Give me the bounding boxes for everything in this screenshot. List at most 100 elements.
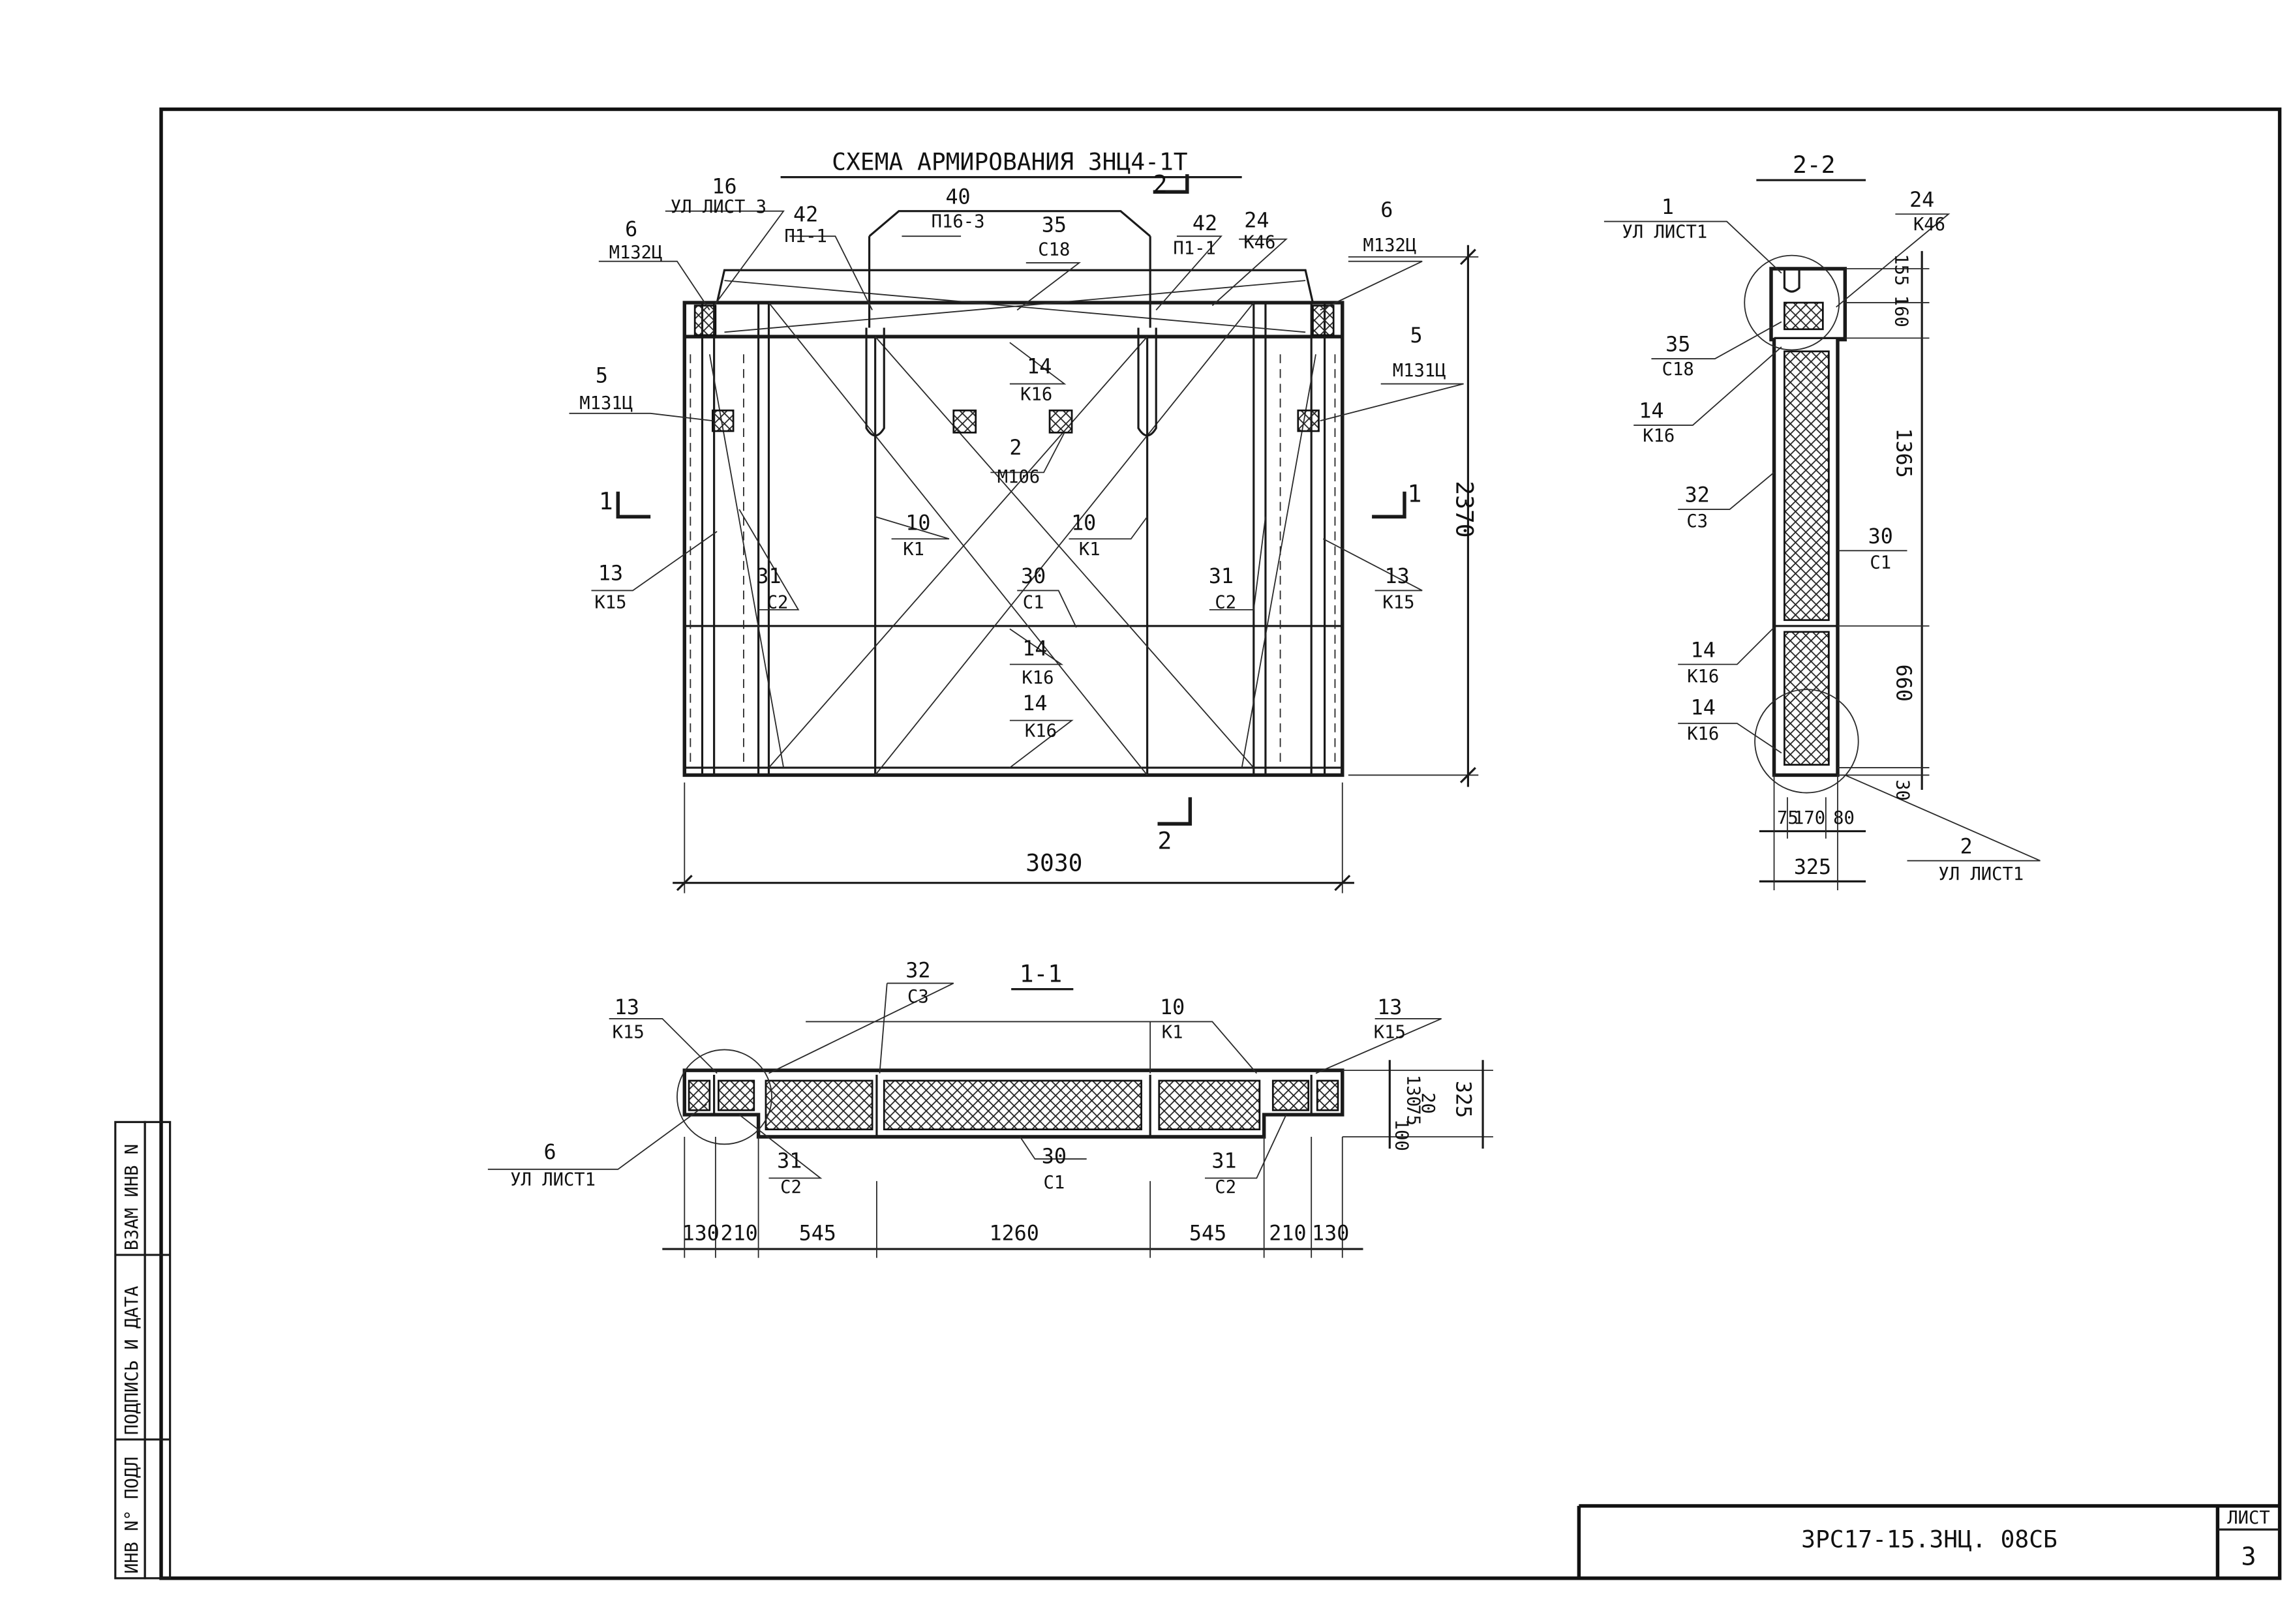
section-1-1-dimensions — [662, 1060, 1493, 1258]
label-13-code-right: К15 — [1382, 593, 1414, 613]
s1-label-10-code: К1 — [1162, 1022, 1183, 1042]
s1-dim-130-right: 130 — [1312, 1222, 1349, 1245]
label-14-code-bottom: К16 — [1025, 721, 1057, 742]
sheet-frame — [159, 107, 2282, 1580]
main-view-labels: 16 УЛ ЛИСТ 3 42 П1-1 40 П16-3 35 С18 42 … — [579, 175, 1446, 742]
s1-dim-v-130: 130 — [1403, 1075, 1423, 1107]
label-10-num-left: 10 — [905, 512, 930, 535]
label-16-code: УЛ ЛИСТ 3 — [671, 197, 767, 217]
label-31-num-right: 31 — [1209, 565, 1234, 588]
label-6-code-left: М132Ц — [609, 243, 663, 263]
section-2-2-leaders — [1603, 213, 2041, 862]
s1-label-31-code-right: С2 — [1215, 1177, 1236, 1197]
label-5-num-right: 5 — [1410, 324, 1423, 348]
cut-marker-1-right: 1 — [1407, 480, 1421, 508]
main-view-dimensions — [616, 174, 1479, 894]
s2-label-14-code-top: К16 — [1643, 426, 1675, 446]
label-24-num: 24 — [1244, 209, 1269, 233]
s2-label-1-code: УЛ ЛИСТ1 — [1622, 222, 1707, 242]
s1-dim-210-right: 210 — [1269, 1222, 1306, 1245]
label-14-num-bottom: 14 — [1022, 692, 1047, 715]
label-5-num-left: 5 — [596, 364, 608, 387]
section-2-2-title: 2-2 — [1793, 151, 1835, 179]
s2-label-30-num: 30 — [1868, 525, 1893, 549]
s1-label-31-code-left: С2 — [780, 1177, 802, 1197]
s1-label-13-num-right: 13 — [1377, 996, 1402, 1019]
label-42-code-left: П1-1 — [784, 226, 827, 247]
label-31-code-left: С2 — [767, 593, 789, 613]
label-24-code: К46 — [1243, 232, 1275, 252]
label-42-num-left: 42 — [793, 203, 818, 227]
label-31-num-left: 31 — [756, 565, 781, 588]
dim-width-3030: 3030 — [1025, 849, 1082, 877]
s1-label-32-num: 32 — [905, 959, 930, 983]
sheet-label: ЛИСТ — [2227, 1508, 2270, 1528]
label-40-num: 40 — [945, 185, 970, 209]
label-6-num-left: 6 — [625, 218, 637, 241]
stamp-signature-date: ПОДПИСЬ И ДАТА — [122, 1286, 142, 1435]
label-30-num: 30 — [1021, 565, 1046, 588]
s2-label-32-num: 32 — [1685, 484, 1710, 507]
s1-label-32-code: С3 — [907, 987, 929, 1007]
label-10-code-right: К1 — [1079, 539, 1101, 560]
label-10-num-right: 10 — [1071, 512, 1096, 535]
s2-label-24-num: 24 — [1909, 188, 1934, 212]
label-35-code: С18 — [1038, 240, 1070, 260]
s1-label-13-code-left: К15 — [613, 1022, 645, 1042]
s1-label-30-code: С1 — [1043, 1173, 1065, 1193]
label-14-code-mid: К16 — [1022, 668, 1054, 688]
section-1-1-dim-texts: 130 210 545 1260 545 210 130 130 75 20 1… — [682, 1075, 1475, 1246]
label-10-code-left: К1 — [903, 539, 924, 560]
s1-label-10-num: 10 — [1160, 996, 1185, 1019]
s1-label-30-num: 30 — [1042, 1145, 1067, 1169]
s1-dim-v-100: 100 — [1391, 1119, 1411, 1151]
section-2-2-dimensions — [1759, 250, 1930, 890]
s2-dim-75: 75 — [1777, 808, 1799, 828]
label-6-code-right: М132Ц — [1363, 235, 1416, 256]
cut-marker-2-bottom: 2 — [1157, 827, 1172, 855]
label-13-code-left: К15 — [594, 593, 626, 613]
s2-label-32-code: С3 — [1686, 511, 1708, 532]
sheet-number: 3 — [2241, 1542, 2256, 1571]
s2-dim-160: 160 — [1891, 295, 1911, 327]
s1-label-13-code-right: К15 — [1374, 1022, 1406, 1042]
s2-dim-155: 155 — [1891, 254, 1911, 286]
s2-label-14-num-mid: 14 — [1691, 639, 1716, 662]
s2-dim-660: 660 — [1892, 665, 1915, 702]
label-14-code-top: К16 — [1020, 384, 1052, 404]
s2-dim-1365: 1365 — [1892, 428, 1915, 477]
s1-dim-v-325: 325 — [1451, 1081, 1474, 1118]
s1-dim-545-left: 545 — [799, 1222, 836, 1245]
label-16-num: 16 — [712, 175, 736, 199]
s2-label-2-num: 2 — [1960, 835, 1973, 858]
s2-label-1-num: 1 — [1662, 196, 1674, 219]
s2-dim-325: 325 — [1794, 856, 1831, 879]
label-5-code-left: М131Ц — [579, 393, 633, 414]
s2-dim-80: 80 — [1833, 808, 1855, 828]
label-13-num-right: 13 — [1385, 565, 1410, 588]
section-2-2-drawing — [1744, 254, 1859, 794]
label-5-code-right: М131Ц — [1393, 361, 1446, 381]
cut-marker-2-top: 2 — [1153, 170, 1168, 198]
label-40-code: П16-3 — [932, 212, 985, 232]
section-1-1-title: 1-1 — [1020, 959, 1062, 987]
main-view-drawing — [682, 210, 1344, 777]
label-14-num-mid: 14 — [1022, 637, 1047, 661]
s1-dim-210-left: 210 — [721, 1222, 758, 1245]
s1-label-6-num: 6 — [544, 1141, 556, 1164]
label-31-code-right: С2 — [1215, 593, 1236, 613]
label-35-num: 35 — [1042, 213, 1067, 237]
s1-label-6-code: УЛ ЛИСТ1 — [510, 1170, 596, 1190]
section-1-1-labels: 13 К15 32 С3 10 К1 13 К15 6 УЛ ЛИСТ1 31 … — [510, 959, 1406, 1197]
s2-dim-170: 170 — [1793, 808, 1825, 828]
section-2-2-labels: 1 УЛ ЛИСТ1 24 К46 35 С18 14 К16 32 С3 30… — [1622, 188, 2024, 884]
s1-dim-v-20: 20 — [1418, 1092, 1438, 1114]
s2-label-14-code-mid: К16 — [1687, 667, 1719, 687]
s1-dim-545-right: 545 — [1189, 1222, 1226, 1245]
s1-label-31-num-left: 31 — [777, 1150, 802, 1173]
s1-dim-v-75: 75 — [1403, 1104, 1423, 1126]
section-1-1-leaders — [487, 982, 1442, 1179]
cut-marker-1-left: 1 — [599, 487, 613, 515]
